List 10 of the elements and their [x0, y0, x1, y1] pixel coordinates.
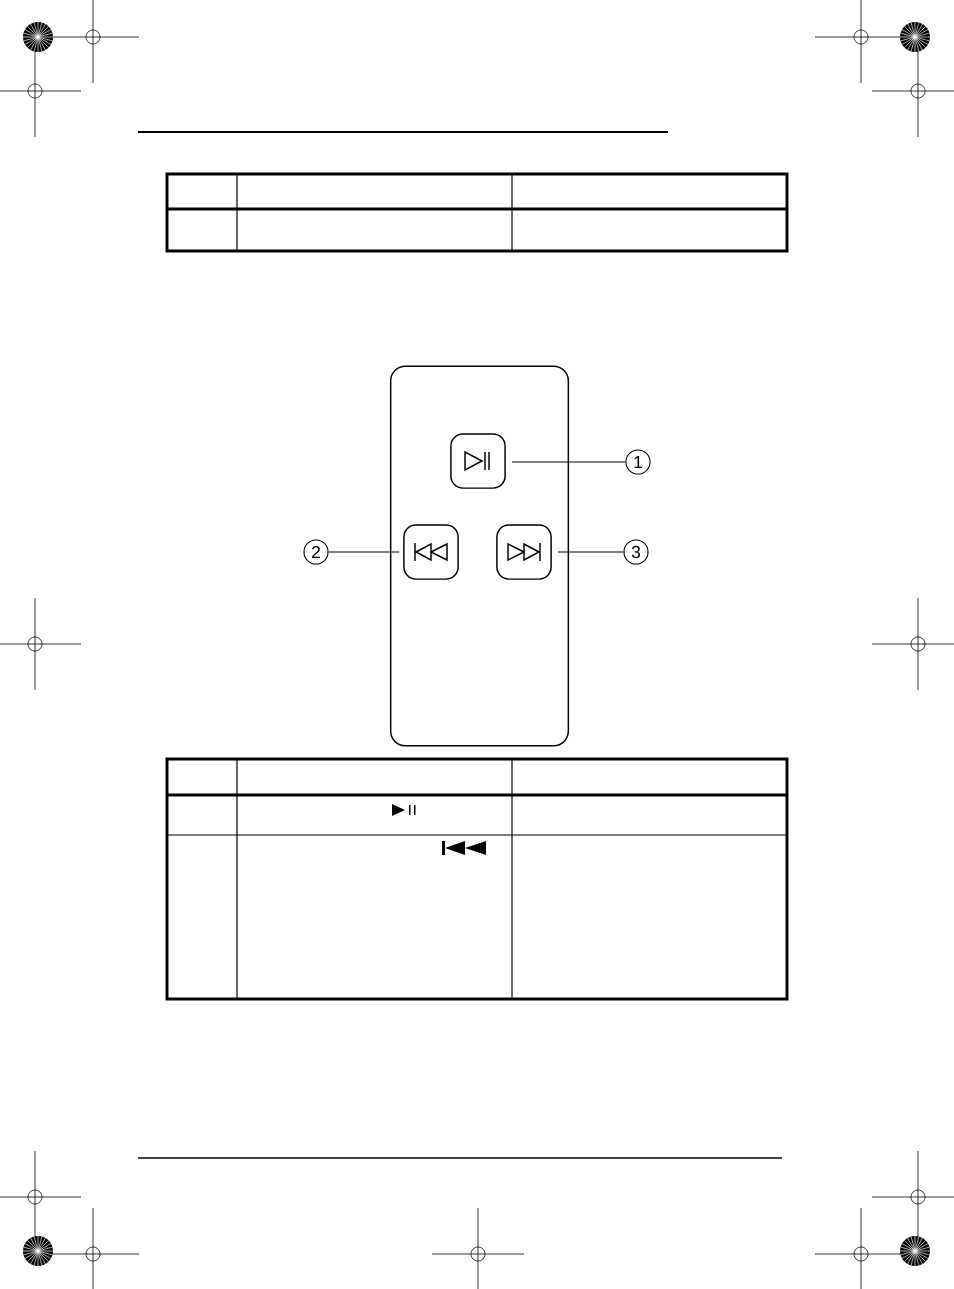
remote-control: [389, 365, 570, 747]
button: [403, 524, 459, 580]
leader-line: [511, 461, 627, 463]
callout-number: 3: [623, 539, 649, 565]
callout-number: 2: [303, 539, 329, 565]
leader-line: [557, 551, 625, 553]
leader-line: [327, 551, 400, 553]
button: [496, 524, 552, 580]
button: [450, 433, 506, 489]
callout-number: 1: [625, 449, 651, 475]
